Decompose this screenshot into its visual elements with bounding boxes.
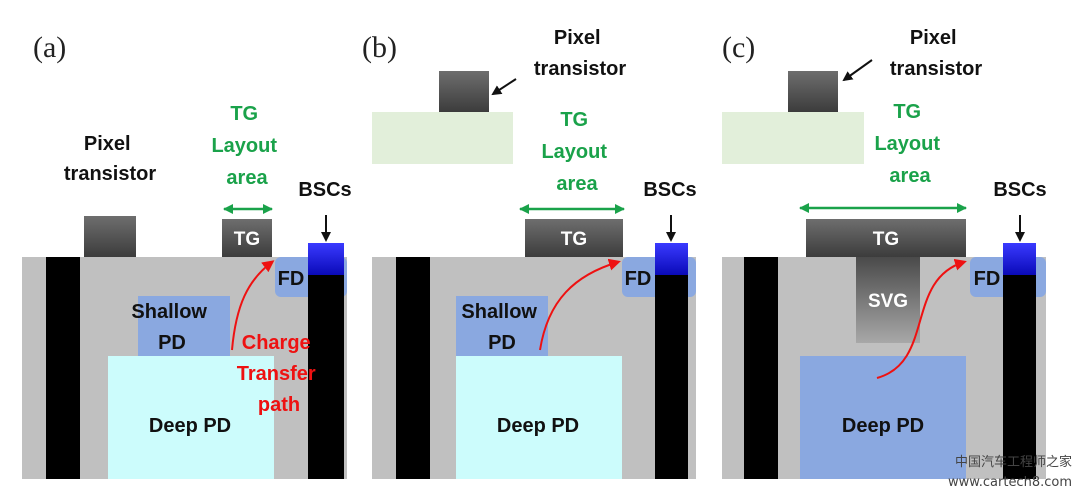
panel-c-layout-area-box	[722, 112, 864, 164]
panel-a-isolation-trench	[46, 257, 80, 479]
panel-c-svg-gate	[856, 257, 920, 343]
panel-a-shallow-pd	[138, 296, 230, 356]
panel-b-pixel-transistor-label: Pixel transistor	[534, 27, 626, 80]
panel-b-bsc-trench	[655, 243, 688, 479]
panel-b-tg-gate	[525, 219, 623, 257]
watermark: 中国汽车工程师之家 www.cartech8.com	[948, 454, 1072, 490]
panel-c-bsc-trench	[1003, 243, 1036, 479]
panel-b-tg-label: TG	[561, 229, 587, 250]
panel-c-svg-label: SVG	[868, 291, 908, 312]
panel-c-charge-transfer-arrow	[876, 258, 967, 379]
panel-b-letter: (b)	[362, 31, 397, 64]
panel-a-tg-layout-area-label: TG Layout area	[211, 103, 282, 189]
panel-a-shallow-pd-label: Shallow PD	[131, 301, 212, 354]
panel-b-pixel-transistor-arrow	[491, 78, 517, 96]
panel-b-layout-area-box	[372, 112, 513, 164]
panel-c-tg-layout-area-label: TG Layout area	[874, 101, 945, 187]
panel-a-deep-pd	[108, 356, 274, 479]
panel-b-shallow-pd	[456, 296, 548, 356]
panel-c-pixel-transistor-gate	[788, 71, 838, 112]
panel-c-tg-gate	[806, 219, 966, 257]
panel-a-letter: (a)	[33, 31, 66, 64]
panel-b-bscs-label: BSCs	[643, 179, 696, 201]
panel-c-letter: (c)	[722, 31, 755, 64]
panel-a-tg-gate	[222, 219, 272, 257]
panel-b-charge-transfer-arrow	[539, 258, 621, 351]
panel-a-bsc-trench	[308, 243, 344, 479]
panel-b-deep-pd-label: Deep PD	[497, 415, 579, 437]
panel-b-pixel-transistor-gate	[439, 71, 489, 112]
panel-a-charge-transfer-label: Charge Transfer path	[237, 332, 322, 416]
panel-a: (a) Pixel transistor TG Layout area BSCs…	[22, 31, 352, 479]
panel-c-tg-label: TG	[873, 229, 899, 250]
panel-a-bscs-label: BSCs	[298, 179, 351, 201]
panel-b: (b) Pixel transistor TG Layout area BSCs…	[362, 27, 697, 479]
panel-c-bsc-cap	[1003, 243, 1036, 275]
watermark-line-1: 中国汽车工程师之家	[955, 454, 1072, 470]
panel-a-pixel-transistor-gate	[84, 216, 136, 257]
panel-b-tg-layout-area-label: TG Layout area	[541, 109, 612, 195]
panel-c-isolation-trench	[744, 257, 778, 479]
panel-b-bsc-cap	[655, 243, 688, 275]
panel-a-bsc-cap	[308, 243, 344, 275]
panel-c: (c) Pixel transistor TG Layout area BSCs…	[722, 27, 1047, 479]
panel-a-fd-label: FD	[278, 268, 305, 290]
panel-b-shallow-pd-label: Shallow PD	[461, 301, 542, 354]
panel-a-tg-label: TG	[234, 229, 260, 250]
panel-a-charge-transfer-arrow	[231, 260, 275, 351]
panel-a-deep-pd-label: Deep PD	[149, 415, 231, 437]
panel-a-pixel-transistor-label: Pixel transistor	[64, 133, 156, 185]
panel-b-fd-label: FD	[625, 268, 652, 290]
panel-c-pixel-transistor-arrow	[842, 59, 873, 82]
panel-b-isolation-trench	[396, 257, 430, 479]
panel-c-bscs-label: BSCs	[993, 179, 1046, 201]
watermark-line-2: www.cartech8.com	[948, 475, 1072, 490]
panel-b-deep-pd	[456, 356, 622, 479]
panel-c-deep-pd-label: Deep PD	[842, 415, 924, 437]
panel-c-fd-label: FD	[974, 268, 1001, 290]
panel-c-pixel-transistor-label: Pixel transistor	[890, 27, 982, 80]
